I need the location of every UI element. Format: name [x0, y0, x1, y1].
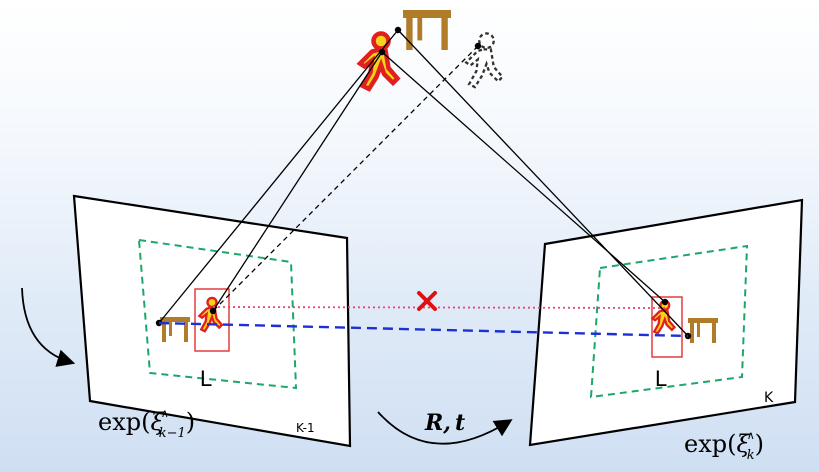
- left-pose-label: exp(ξ∧k−1): [98, 407, 195, 441]
- transform-arrow-icon: [377, 411, 513, 445]
- world-table-icon: [403, 10, 451, 50]
- left-dynamic-marker: L: [200, 366, 212, 391]
- ray-table-right: [397, 29, 689, 337]
- static-correspondence-line: [158, 321, 689, 338]
- left-frame-label: K-1: [296, 421, 315, 435]
- right-person-bbox: [651, 296, 683, 358]
- transform-label: R,t: [424, 410, 465, 436]
- left-frame-plane: [72, 194, 352, 448]
- projection-dots: [155, 26, 692, 340]
- right-dynamic-marker: L: [655, 366, 667, 391]
- left-inner-region: [137, 238, 298, 390]
- left-camera-frame: L K-1: [72, 194, 352, 448]
- ray-person-left: [212, 51, 383, 312]
- left-rotation-arrow-icon: [21, 287, 76, 367]
- right-frame-label: K: [764, 390, 774, 406]
- world-person-ghost-icon: [465, 32, 504, 89]
- dynamic-correspondence-line: [212, 306, 666, 309]
- cross-mark-icon: [417, 291, 437, 311]
- ray-table-left: [158, 29, 399, 324]
- projection-rays: [158, 29, 689, 337]
- right-camera-frame: L K: [528, 198, 804, 447]
- ray-person-right: [381, 51, 666, 303]
- right-inner-region: [589, 244, 749, 399]
- right-pose-label: exp(ξ∧k): [684, 429, 764, 463]
- left-person-bbox: [194, 288, 230, 352]
